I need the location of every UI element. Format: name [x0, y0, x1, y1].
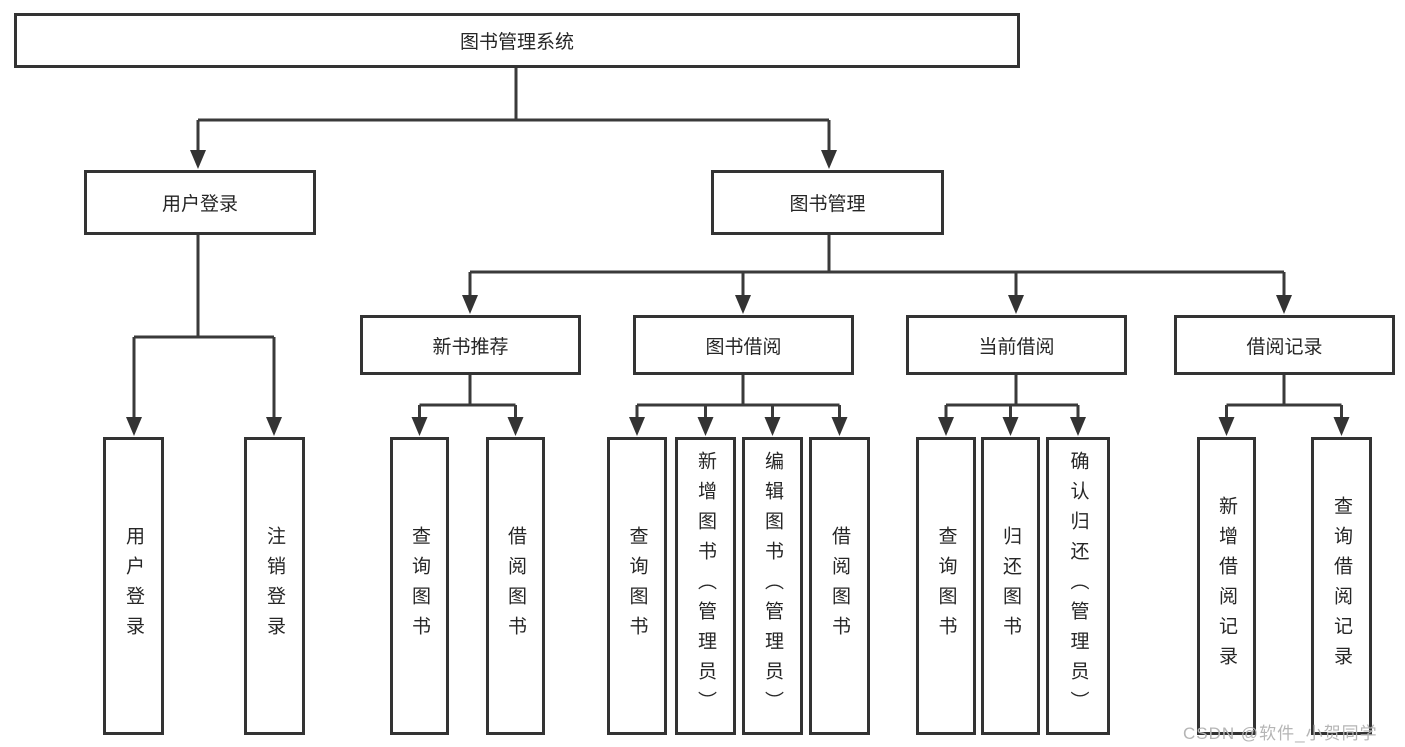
- node-user-login-branch-label: 用户登录: [161, 194, 238, 215]
- leaf-return-book-label: 归还图书: [1000, 526, 1021, 646]
- leaf-user-login-label: 用户登录: [123, 526, 144, 646]
- node-current-borrow: 当前借阅: [906, 315, 1127, 375]
- leaf-confirm-return-admin: 确认归还（管理员）: [1046, 437, 1110, 735]
- leaf-borrow-books-2: 借阅图书: [809, 437, 870, 735]
- leaf-query-books-2-label: 查询图书: [626, 526, 648, 646]
- node-book-management-branch-label: 图书管理: [789, 194, 866, 215]
- leaf-borrow-books-1: 借阅图书: [486, 437, 545, 735]
- node-book-management-branch: 图书管理: [711, 170, 944, 235]
- leaf-add-borrow-record: 新增借阅记录: [1197, 437, 1256, 735]
- leaf-query-books-1-label: 查询图书: [409, 526, 430, 646]
- node-book-borrow: 图书借阅: [633, 315, 854, 375]
- leaf-return-book: 归还图书: [981, 437, 1040, 735]
- csdn-watermark: CSDN @软件_小贺同学: [1183, 724, 1378, 743]
- leaf-user-login: 用户登录: [103, 437, 164, 735]
- node-root-label: 图书管理系统: [459, 32, 574, 53]
- leaf-logout-label: 注销登录: [264, 526, 285, 646]
- leaf-add-borrow-record-label: 新增借阅记录: [1216, 496, 1237, 676]
- node-book-borrow-label: 图书借阅: [705, 336, 782, 358]
- node-current-borrow-label: 当前借阅: [978, 336, 1055, 358]
- node-user-login-branch: 用户登录: [84, 170, 316, 235]
- leaf-add-book-admin-label: 新增图书（管理员）: [695, 451, 716, 721]
- node-new-book-recommend-label: 新书推荐: [432, 336, 509, 358]
- leaf-add-book-admin: 新增图书（管理员）: [675, 437, 736, 735]
- leaf-edit-book-admin: 编辑图书（管理员）: [742, 437, 803, 735]
- leaf-borrow-books-1-label: 借阅图书: [505, 526, 526, 646]
- leaf-query-borrow-record-label: 查询借阅记录: [1331, 496, 1352, 676]
- arrowhead-icons: [126, 150, 1350, 436]
- node-root-system: 图书管理系统: [14, 13, 1020, 68]
- leaf-borrow-books-2-label: 借阅图书: [829, 526, 850, 646]
- leaf-query-books-3: 查询图书: [916, 437, 976, 735]
- node-new-book-recommend: 新书推荐: [360, 315, 581, 375]
- leaf-query-books-1: 查询图书: [390, 437, 449, 735]
- leaf-logout: 注销登录: [244, 437, 305, 735]
- connector-bars: [132, 68, 1343, 420]
- node-borrow-records-label: 借阅记录: [1246, 336, 1323, 358]
- leaf-query-books-2: 查询图书: [607, 437, 667, 735]
- node-borrow-records: 借阅记录: [1174, 315, 1395, 375]
- leaf-query-borrow-record: 查询借阅记录: [1311, 437, 1372, 735]
- leaf-edit-book-admin-label: 编辑图书（管理员）: [762, 451, 783, 721]
- leaf-query-books-3-label: 查询图书: [935, 526, 957, 646]
- leaf-confirm-return-admin-label: 确认归还（管理员）: [1067, 451, 1089, 721]
